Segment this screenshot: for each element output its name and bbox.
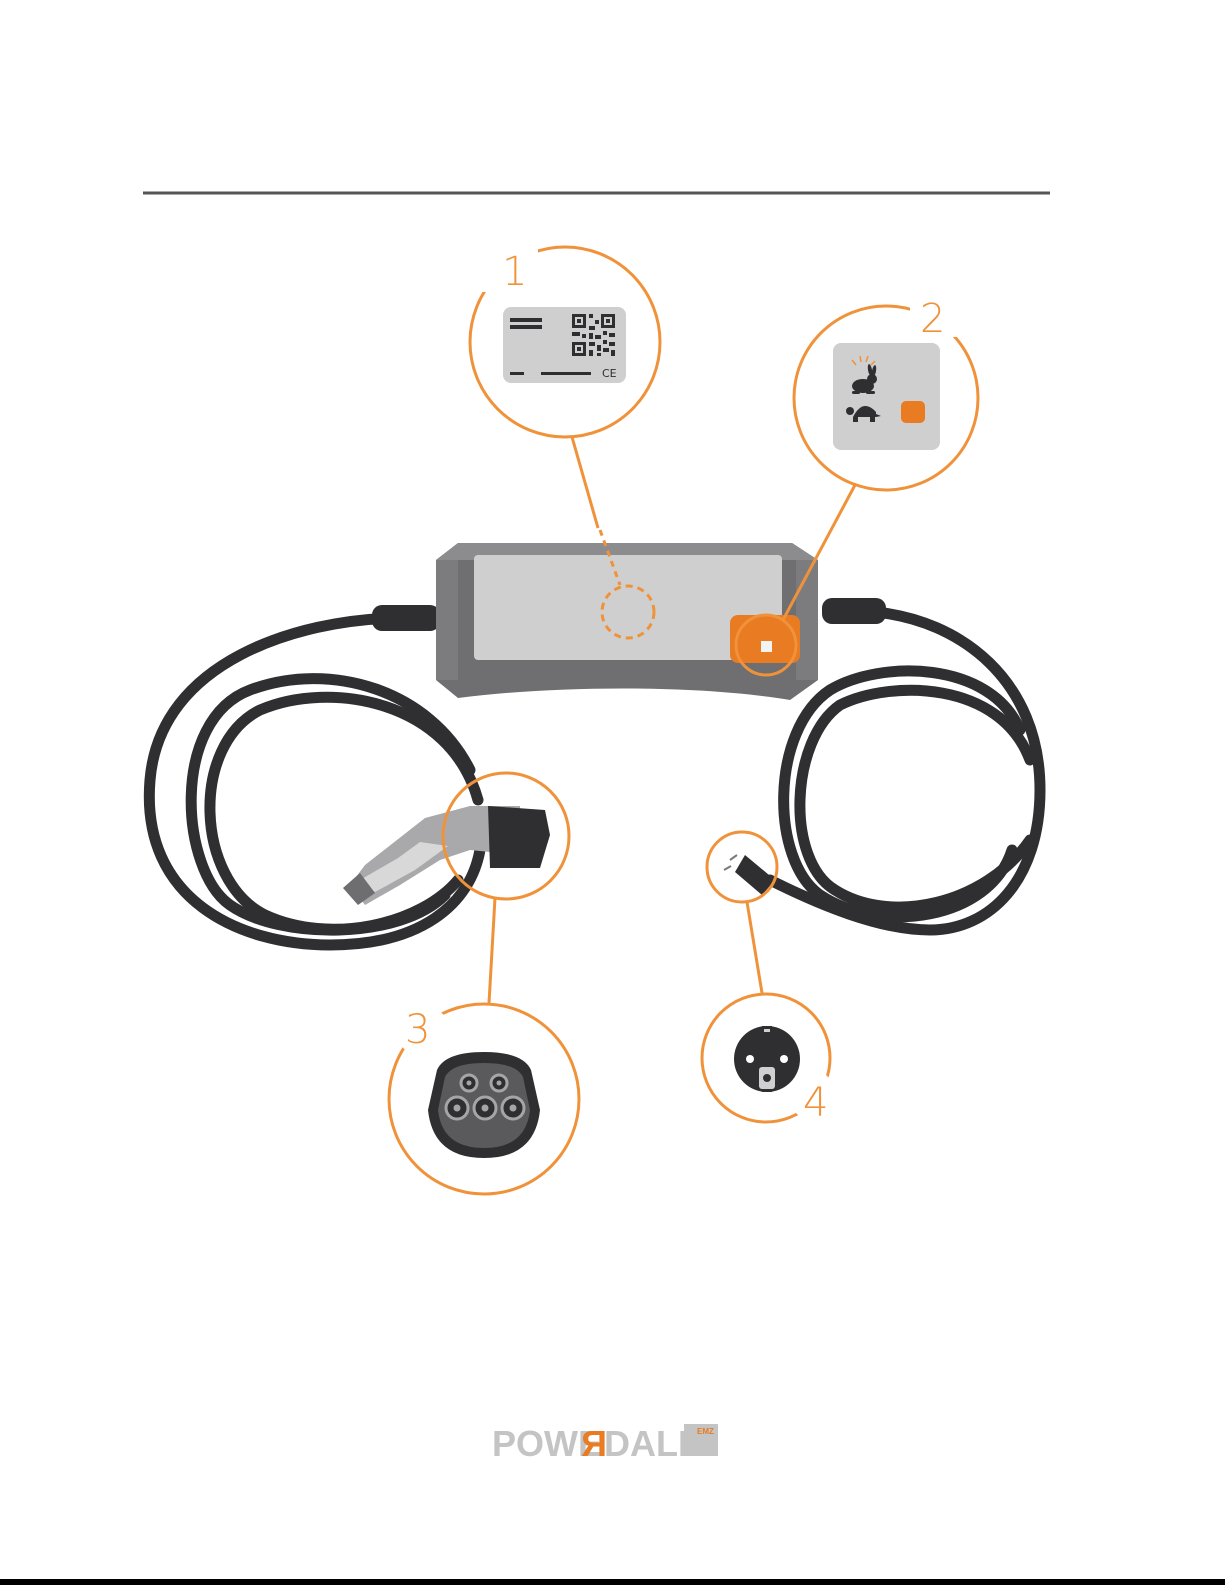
callout-4: 4 <box>702 994 853 1136</box>
schuko-plug-body <box>707 832 777 902</box>
speed-control-panel <box>833 343 940 450</box>
right-cable-boot <box>822 598 886 624</box>
speed-button-on-box[interactable] <box>730 615 800 663</box>
powerdale-logo: POWE R DALE EMZ <box>492 1423 718 1464</box>
control-box <box>436 543 818 700</box>
logo-suffix: EMZ <box>697 1427 714 1436</box>
callout-3-number: 3 <box>405 1007 430 1053</box>
callout-1: 1 <box>470 242 660 437</box>
page-bottom-border <box>0 1579 1225 1585</box>
callout-2-number: 2 <box>920 296 945 342</box>
left-cable-boot <box>372 605 440 631</box>
callout-3: 3 <box>381 989 579 1194</box>
type2-socket-icon <box>428 1052 540 1158</box>
left-cable-coil <box>149 618 480 945</box>
schuko-plug-icon <box>734 1026 800 1092</box>
callout-4-number: 4 <box>803 1080 828 1126</box>
callout-1-number: 1 <box>502 249 527 295</box>
speed-button-icon <box>901 401 925 423</box>
ce-mark: CE <box>602 367 617 380</box>
callout-2: 2 <box>794 296 978 490</box>
